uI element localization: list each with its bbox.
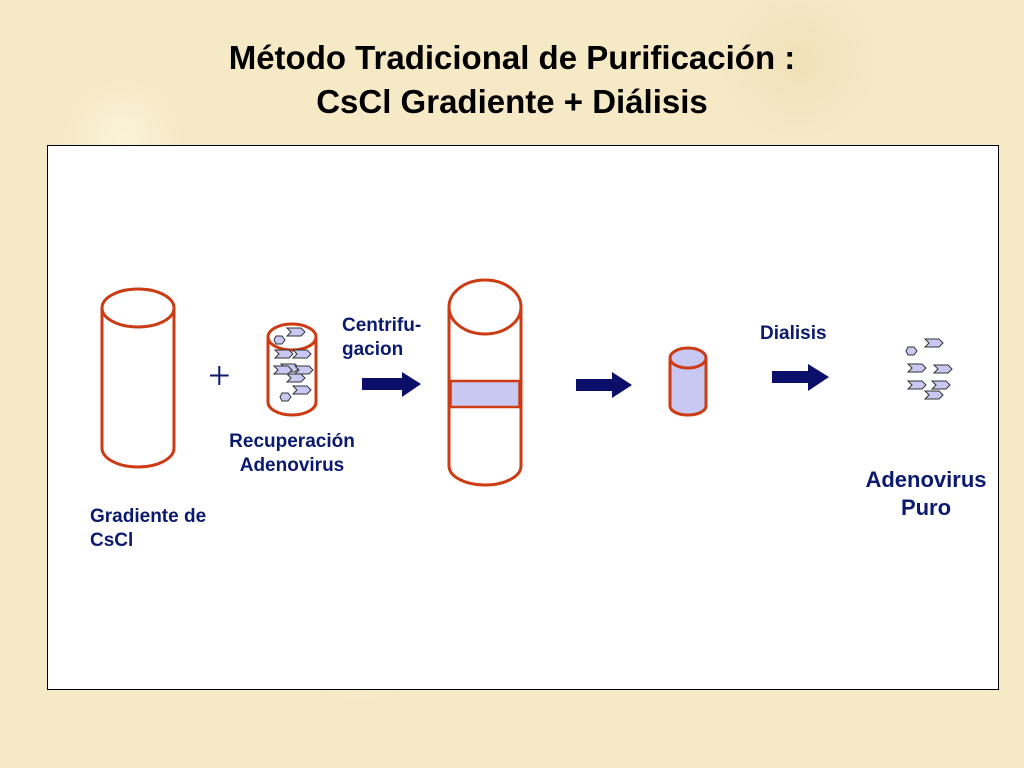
gradient-label-line-1: Gradiente de: [90, 506, 207, 527]
cscl-gradient-tube: [100, 287, 176, 469]
centrifugation-label: Centrifu- gacion: [342, 314, 421, 362]
pure-adenovirus-particles: [905, 338, 953, 400]
recovery-label-line-2: Adenovirus: [239, 455, 345, 476]
slide-title: Método Tradicional de Purificación : CsC…: [0, 36, 1024, 124]
pure-adenovirus-label: Adenovirus Puro: [848, 466, 1004, 522]
title-line-2: CsCl Gradiente + Diálisis: [316, 83, 708, 120]
dialysis-label: Dialisis: [760, 323, 827, 344]
centrifugation-label-line-2: gacion: [342, 339, 404, 360]
adenovirus-recovery-tube: [266, 322, 318, 417]
arrow-right-icon: [576, 372, 632, 398]
collected-fraction-tube: [668, 346, 708, 417]
gradient-label-line-2: CsCl: [90, 530, 134, 551]
plus-sign: +: [208, 353, 231, 398]
diagram-panel: [47, 145, 999, 690]
recovery-label: Recuperación Adenovirus: [206, 430, 378, 478]
gradient-label: Gradiente de CsCl: [90, 505, 206, 553]
arrow-right-icon: [362, 372, 421, 397]
centrifugation-label-line-1: Centrifu-: [342, 315, 422, 336]
pure-adenovirus-label-line-1: Adenovirus: [865, 467, 987, 492]
pure-adenovirus-label-line-2: Puro: [900, 495, 952, 520]
arrow-right-icon: [772, 364, 829, 391]
centrifuged-tube: [447, 278, 523, 487]
title-line-1: Método Tradicional de Purificación :: [228, 39, 796, 76]
recovery-label-line-1: Recuperación: [229, 431, 355, 452]
